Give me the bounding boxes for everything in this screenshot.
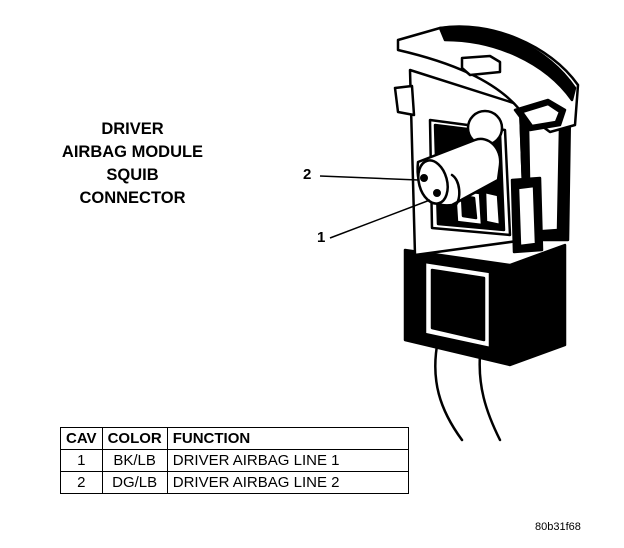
callout-2-label: 2 bbox=[303, 166, 312, 183]
cell-color: BK/LB bbox=[101, 449, 168, 472]
pinout-table: CAV COLOR FUNCTION 1 BK/LB DRIVER AIRBAG… bbox=[60, 427, 409, 494]
title-line: AIRBAG MODULE bbox=[61, 143, 204, 161]
header-cav: CAV bbox=[60, 427, 103, 450]
header-function: FUNCTION bbox=[166, 427, 409, 450]
header-color: COLOR bbox=[101, 427, 168, 450]
callout-1-leader bbox=[329, 199, 431, 239]
table-row: 1 BK/LB DRIVER AIRBAG LINE 1 bbox=[60, 449, 409, 472]
cell-cav: 2 bbox=[60, 471, 103, 494]
title-line: SQUIB bbox=[106, 166, 159, 184]
connector-title: DRIVER AIRBAG MODULE SQUIB CONNECTOR bbox=[30, 118, 235, 210]
cell-cav: 1 bbox=[60, 449, 103, 472]
title-line: CONNECTOR bbox=[79, 189, 186, 207]
callout-1-label: 1 bbox=[317, 229, 326, 246]
table-header-row: CAV COLOR FUNCTION bbox=[60, 427, 409, 450]
figure-id: 80b31f68 bbox=[535, 521, 581, 533]
table-row: 2 DG/LB DRIVER AIRBAG LINE 2 bbox=[60, 471, 409, 494]
title-line: DRIVER bbox=[101, 120, 164, 138]
cell-function: DRIVER AIRBAG LINE 2 bbox=[166, 471, 409, 494]
callout-2-leader bbox=[319, 175, 419, 181]
cell-color: DG/LB bbox=[101, 471, 168, 494]
cell-function: DRIVER AIRBAG LINE 1 bbox=[166, 449, 409, 472]
